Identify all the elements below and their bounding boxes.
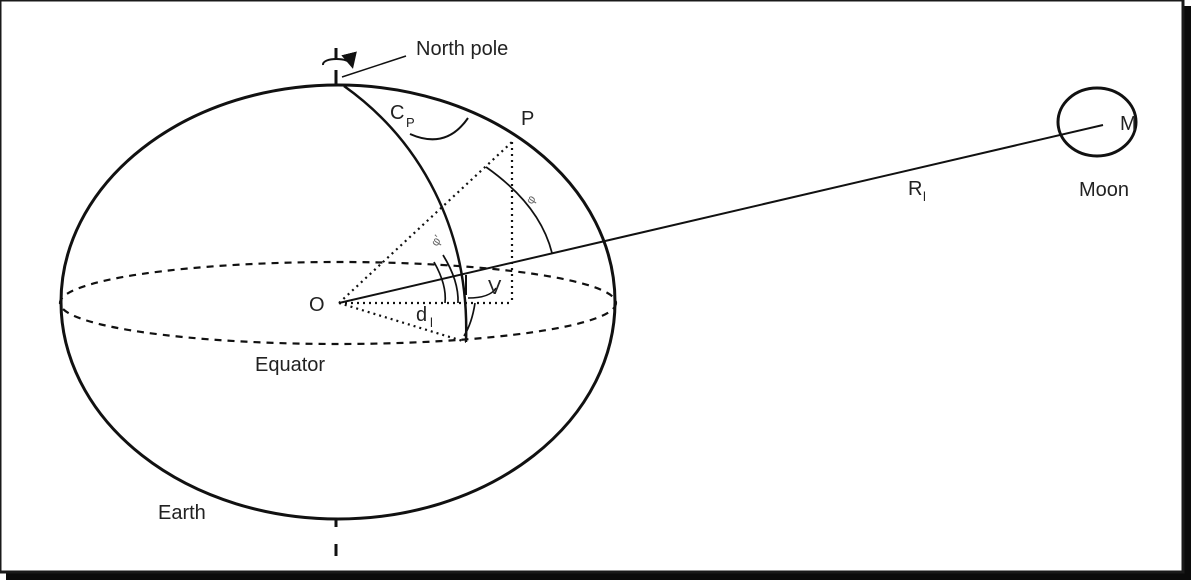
angle-c-subscript: P <box>406 115 415 130</box>
angle-c-arc <box>409 117 469 141</box>
angle-d-subscript: l <box>430 315 433 330</box>
angle-d-arc <box>463 302 476 337</box>
angle-phi-prime-arc-2 <box>442 254 459 304</box>
rotation-arrow-icon <box>322 51 357 69</box>
frame-border <box>0 0 1185 574</box>
line-o-to-equator <box>338 301 467 344</box>
angle-c-label: C <box>390 102 404 124</box>
equator-label: Equator <box>255 354 325 376</box>
meridian-arc <box>343 84 468 343</box>
angle-phi-arc <box>485 166 553 254</box>
distance-r-label: R <box>908 178 922 200</box>
line-o-to-moon <box>338 124 1104 304</box>
north-pole-pointer <box>341 55 407 78</box>
moon-label: Moon <box>1079 179 1129 201</box>
angle-v-arc <box>467 287 497 299</box>
earth-label: Earth <box>158 502 206 524</box>
distance-r-subscript: l <box>923 189 926 204</box>
equator-line <box>58 260 618 346</box>
angle-d-label: d <box>416 304 427 326</box>
point-p-label: P <box>521 108 534 130</box>
moon-outline <box>1056 86 1138 158</box>
north-pole-label: North pole <box>416 38 508 60</box>
angle-v-label: V <box>488 277 502 299</box>
angle-phi-prime-arc-1 <box>433 261 447 304</box>
point-m-label: M <box>1120 113 1137 135</box>
center-o-label: O <box>309 294 325 316</box>
